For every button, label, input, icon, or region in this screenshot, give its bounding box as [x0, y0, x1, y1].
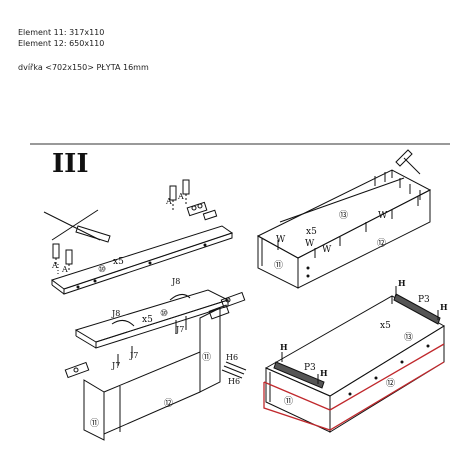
label-w-1: W — [276, 235, 286, 245]
part-12-label: ⑫ — [377, 238, 386, 249]
quantity-x5-drawer: x5 — [380, 321, 391, 331]
part-11-body-label: ⑪ — [202, 352, 211, 363]
note-element-12: Element 12: 650x110 — [18, 39, 105, 48]
label-h-1: H — [280, 342, 288, 352]
part-11-label: ⑪ — [274, 260, 283, 271]
part-10-body-label: ⑩ — [160, 309, 168, 319]
part-12-drawer-label: ⑫ — [386, 378, 395, 389]
label-w-4: W — [305, 239, 315, 249]
quantity-x5-frame: x5 — [306, 227, 317, 237]
label-j8-1: J8 — [111, 309, 120, 318]
label-a-left-2: A — [61, 265, 68, 274]
quantity-x5-body: x5 — [142, 315, 153, 325]
label-w-3: W — [378, 211, 388, 221]
label-h-3: H — [398, 278, 406, 288]
label-w-2: W — [322, 245, 332, 255]
note-element-11: Element 11: 317x110 — [18, 28, 105, 37]
part-12-body-label: ⑫ — [164, 398, 173, 409]
label-p3-2: P3 — [418, 295, 430, 305]
part-13-label: ⑬ — [339, 210, 348, 221]
label-j8-2: J8 — [171, 277, 180, 286]
label-h-4: H — [440, 302, 448, 312]
frame-with-nails — [256, 149, 432, 289]
label-j7-1: J7 — [111, 361, 120, 370]
part-11-drawer-label: ⑪ — [284, 396, 293, 407]
drawer-highlight — [263, 343, 445, 431]
label-p3-1: P3 — [304, 363, 316, 373]
part-11-side-label: ⑪ — [90, 418, 99, 429]
body-assembly — [64, 289, 247, 441]
label-h6-2: H6 — [228, 377, 240, 386]
label-a-right-1: A — [165, 197, 172, 206]
label-j7-3: J7 — [175, 325, 184, 334]
panel-10-assembly — [43, 179, 234, 295]
quantity-x5: x5 — [113, 257, 124, 267]
label-j7-2: J7 — [129, 351, 138, 360]
label-h6-1: H6 — [226, 353, 238, 362]
step-number: III — [52, 149, 89, 179]
drawer-assembly — [264, 286, 445, 433]
label-a-right-2: A — [177, 192, 184, 201]
label-h-2: H — [320, 368, 328, 378]
label-a-left-1: A — [51, 261, 58, 270]
part-10-label: ⑩ — [98, 265, 106, 275]
note-door-size: dvířka <702x150> PŁYTA 16mm — [18, 63, 149, 72]
part-13-drawer-label: ⑬ — [404, 332, 413, 343]
